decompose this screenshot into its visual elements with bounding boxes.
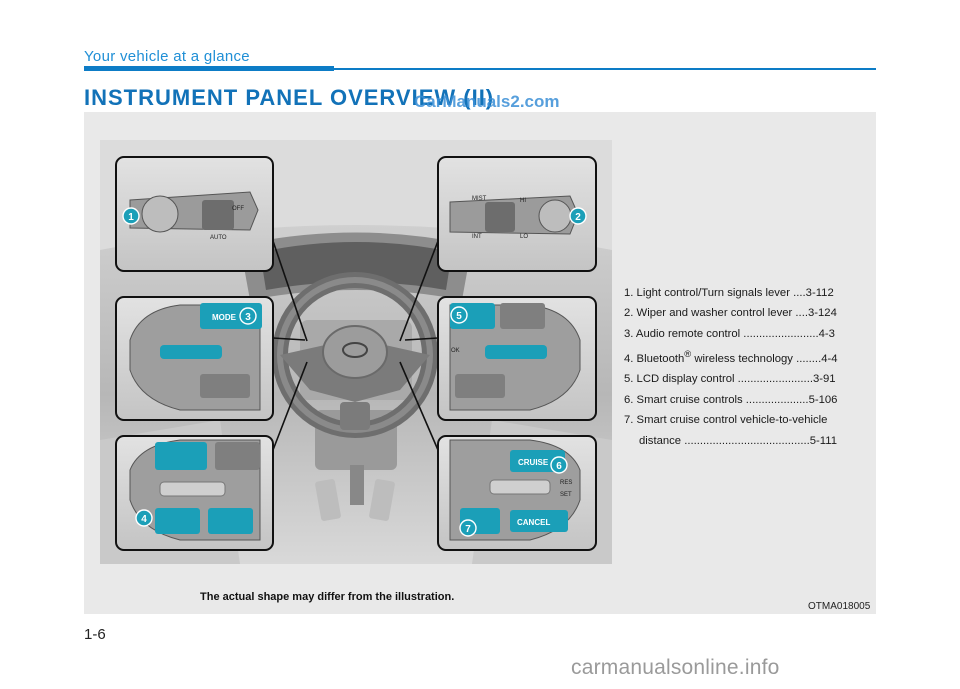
smart-cruise-controls-inset: CRUISE RES SET CANCEL 6 7 bbox=[437, 435, 597, 551]
cancel-button-label: CANCEL bbox=[517, 518, 550, 527]
wiper-control-lever-inset: MIST INT HI LO 2 bbox=[437, 156, 597, 272]
callout-leaders bbox=[272, 240, 439, 451]
lever-int-label: INT bbox=[472, 234, 482, 240]
page-number: 1-6 bbox=[84, 626, 106, 643]
lever-auto-label: AUTO bbox=[210, 235, 227, 241]
callout-2: 2 bbox=[575, 212, 581, 223]
component-legend: 1. Light control/Turn signals lever ....… bbox=[624, 283, 864, 451]
lever-mist-label: MIST bbox=[472, 196, 487, 202]
page-heading: INSTRUMENT PANEL OVERVIEW (II) bbox=[84, 85, 495, 110]
header-rule-thin bbox=[334, 68, 876, 70]
watermark: CarManuals2.com bbox=[414, 92, 560, 111]
legend-item: 2. Wiper and washer control lever ....3-… bbox=[624, 307, 837, 320]
legend-item: 6. Smart cruise controls ...............… bbox=[624, 393, 838, 406]
callout-4: 4 bbox=[141, 514, 147, 525]
legend-item: 3. Audio remote control ................… bbox=[624, 327, 835, 340]
res-button-label: RES bbox=[560, 480, 572, 486]
lever-lo-label: LO bbox=[520, 234, 528, 240]
section-title: Your vehicle at a glance bbox=[84, 48, 250, 65]
legend-item: 7. Smart cruise control vehicle-to-vehic… bbox=[624, 414, 837, 447]
callout-7: 7 bbox=[465, 524, 471, 535]
callout-5: 5 bbox=[456, 311, 462, 322]
lever-hi-label: HI bbox=[520, 198, 526, 204]
audio-remote-control-inset: MODE 3 bbox=[115, 296, 274, 421]
set-button-label: SET bbox=[560, 492, 572, 498]
light-control-lever-inset: OFF AUTO 1 bbox=[115, 156, 274, 272]
steering-wheel bbox=[272, 272, 438, 438]
legend-item: 4. Bluetooth® wireless technology ......… bbox=[624, 348, 838, 365]
legend-item: 1. Light control/Turn signals lever ....… bbox=[624, 287, 834, 299]
header-rule-thick bbox=[84, 66, 334, 71]
instrument-panel-illustration: OFF AUTO 1 MIST INT HI LO 2 MODE 3 bbox=[100, 140, 612, 564]
bluetooth-control-inset: 4 bbox=[115, 435, 274, 551]
lcd-display-control-inset: OK 5 bbox=[437, 296, 597, 421]
cruise-button-label: CRUISE bbox=[518, 458, 549, 467]
illustration-caption: The actual shape may differ from the ill… bbox=[200, 591, 455, 603]
ok-button-label: OK bbox=[451, 348, 460, 354]
footer-watermark: carmanualsonline.info bbox=[571, 656, 780, 679]
legend-item: 5. LCD display control .................… bbox=[624, 373, 836, 386]
image-code: OTMA018005 bbox=[808, 601, 871, 612]
lever-off-label: OFF bbox=[232, 206, 244, 212]
callout-3: 3 bbox=[245, 312, 251, 323]
mode-button-label: MODE bbox=[212, 313, 237, 322]
callout-6: 6 bbox=[556, 461, 562, 472]
callout-1: 1 bbox=[128, 212, 134, 223]
